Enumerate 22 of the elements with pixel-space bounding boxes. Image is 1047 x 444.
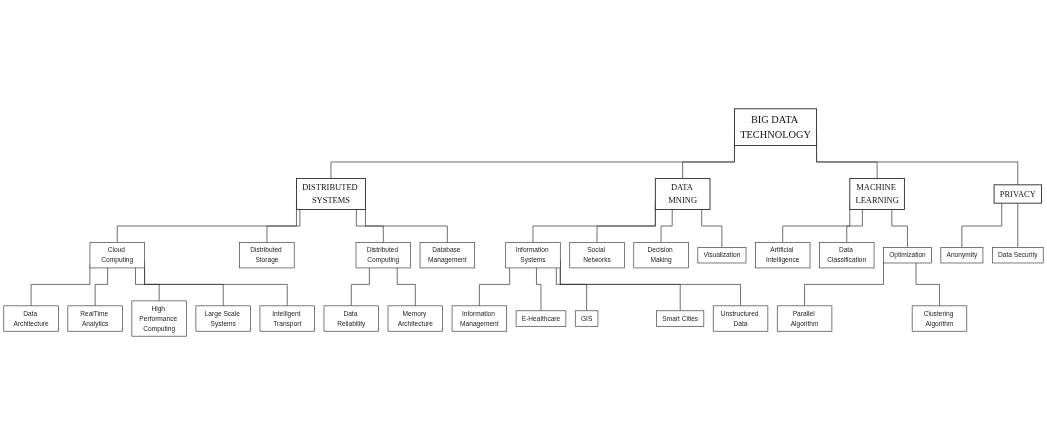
node-box: DISTRIBUTED SYSTEMS (296, 177, 366, 210)
node-box: DATA MNING (654, 177, 711, 210)
node-box: PRIVACY (993, 183, 1042, 204)
connector (94, 267, 108, 306)
connector (396, 267, 416, 306)
connector (556, 267, 587, 311)
connector (135, 267, 160, 301)
node-box: BIG DATA TECHNOLOGY (734, 107, 818, 146)
connector (1017, 202, 1019, 248)
node-box: MACHINE LEARNING (849, 177, 905, 210)
connector (350, 267, 370, 306)
connector (846, 208, 863, 243)
connector (915, 262, 940, 306)
connector (356, 208, 384, 243)
connector (266, 208, 301, 243)
connector (660, 208, 673, 243)
connector (701, 208, 723, 248)
connector (961, 202, 1003, 248)
connector (804, 261, 884, 306)
connector (536, 267, 542, 311)
connector (479, 267, 510, 306)
connector (891, 208, 908, 248)
